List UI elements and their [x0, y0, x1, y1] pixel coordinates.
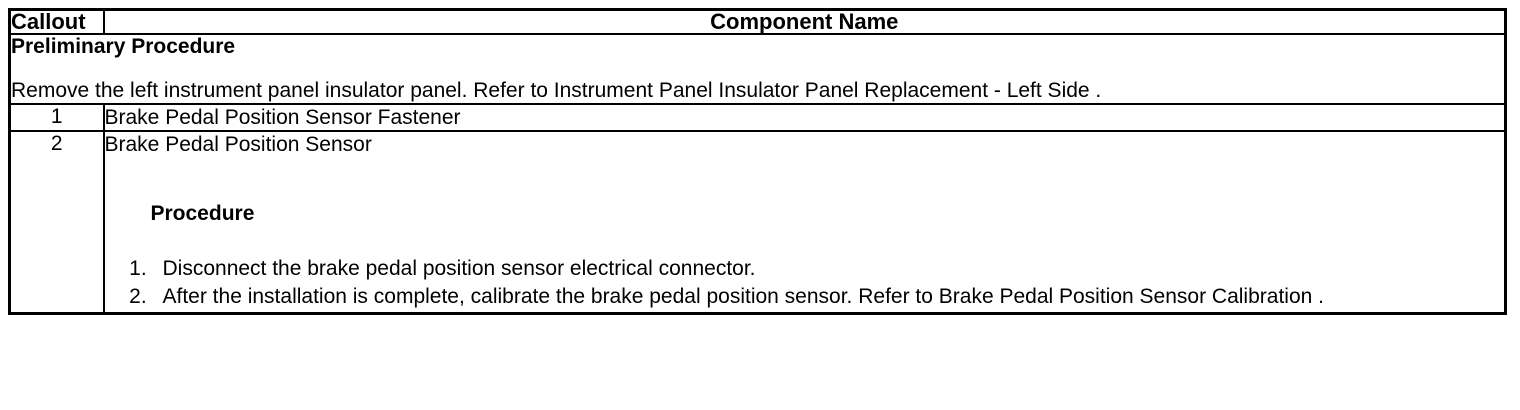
column-header-component-name: Component Name — [102, 8, 1507, 35]
preliminary-procedure-text: Remove the left instrument panel insulat… — [11, 78, 1102, 102]
preliminary-procedure-title: Preliminary Procedure — [11, 35, 236, 58]
table-body: Preliminary Procedure Remove the left in… — [8, 33, 1507, 315]
table-header: Callout Component Name — [8, 8, 1507, 35]
list-item: Disconnect the brake pedal position sens… — [153, 255, 1505, 283]
procedure-step-list: Disconnect the brake pedal position sens… — [105, 255, 1505, 312]
callout-number-1: 1 — [8, 102, 105, 133]
column-header-callout: Callout — [8, 8, 105, 35]
service-procedure-table: Callout Component Name Preliminary Proce… — [8, 8, 1507, 316]
table-row: 2 Brake Pedal Position Sensor Procedure … — [8, 130, 1507, 315]
procedure-sub-heading: Procedure — [150, 202, 255, 226]
table-row: 1 Brake Pedal Position Sensor Fastener — [8, 102, 1507, 133]
table-header-row: Callout Component Name — [8, 8, 1507, 35]
component-name-cell-1: Brake Pedal Position Sensor Fastener — [102, 102, 1507, 133]
list-item: After the installation is complete, cali… — [153, 283, 1505, 311]
component-name-cell-2: Brake Pedal Position Sensor Procedure Di… — [102, 130, 1507, 315]
component-title-2: Brake Pedal Position Sensor — [104, 133, 372, 157]
component-title-1: Brake Pedal Position Sensor Fastener — [104, 105, 461, 129]
preliminary-procedure-cell: Preliminary Procedure Remove the left in… — [8, 33, 1507, 105]
callout-number-2: 2 — [8, 130, 105, 315]
preliminary-procedure-row: Preliminary Procedure Remove the left in… — [8, 33, 1507, 105]
